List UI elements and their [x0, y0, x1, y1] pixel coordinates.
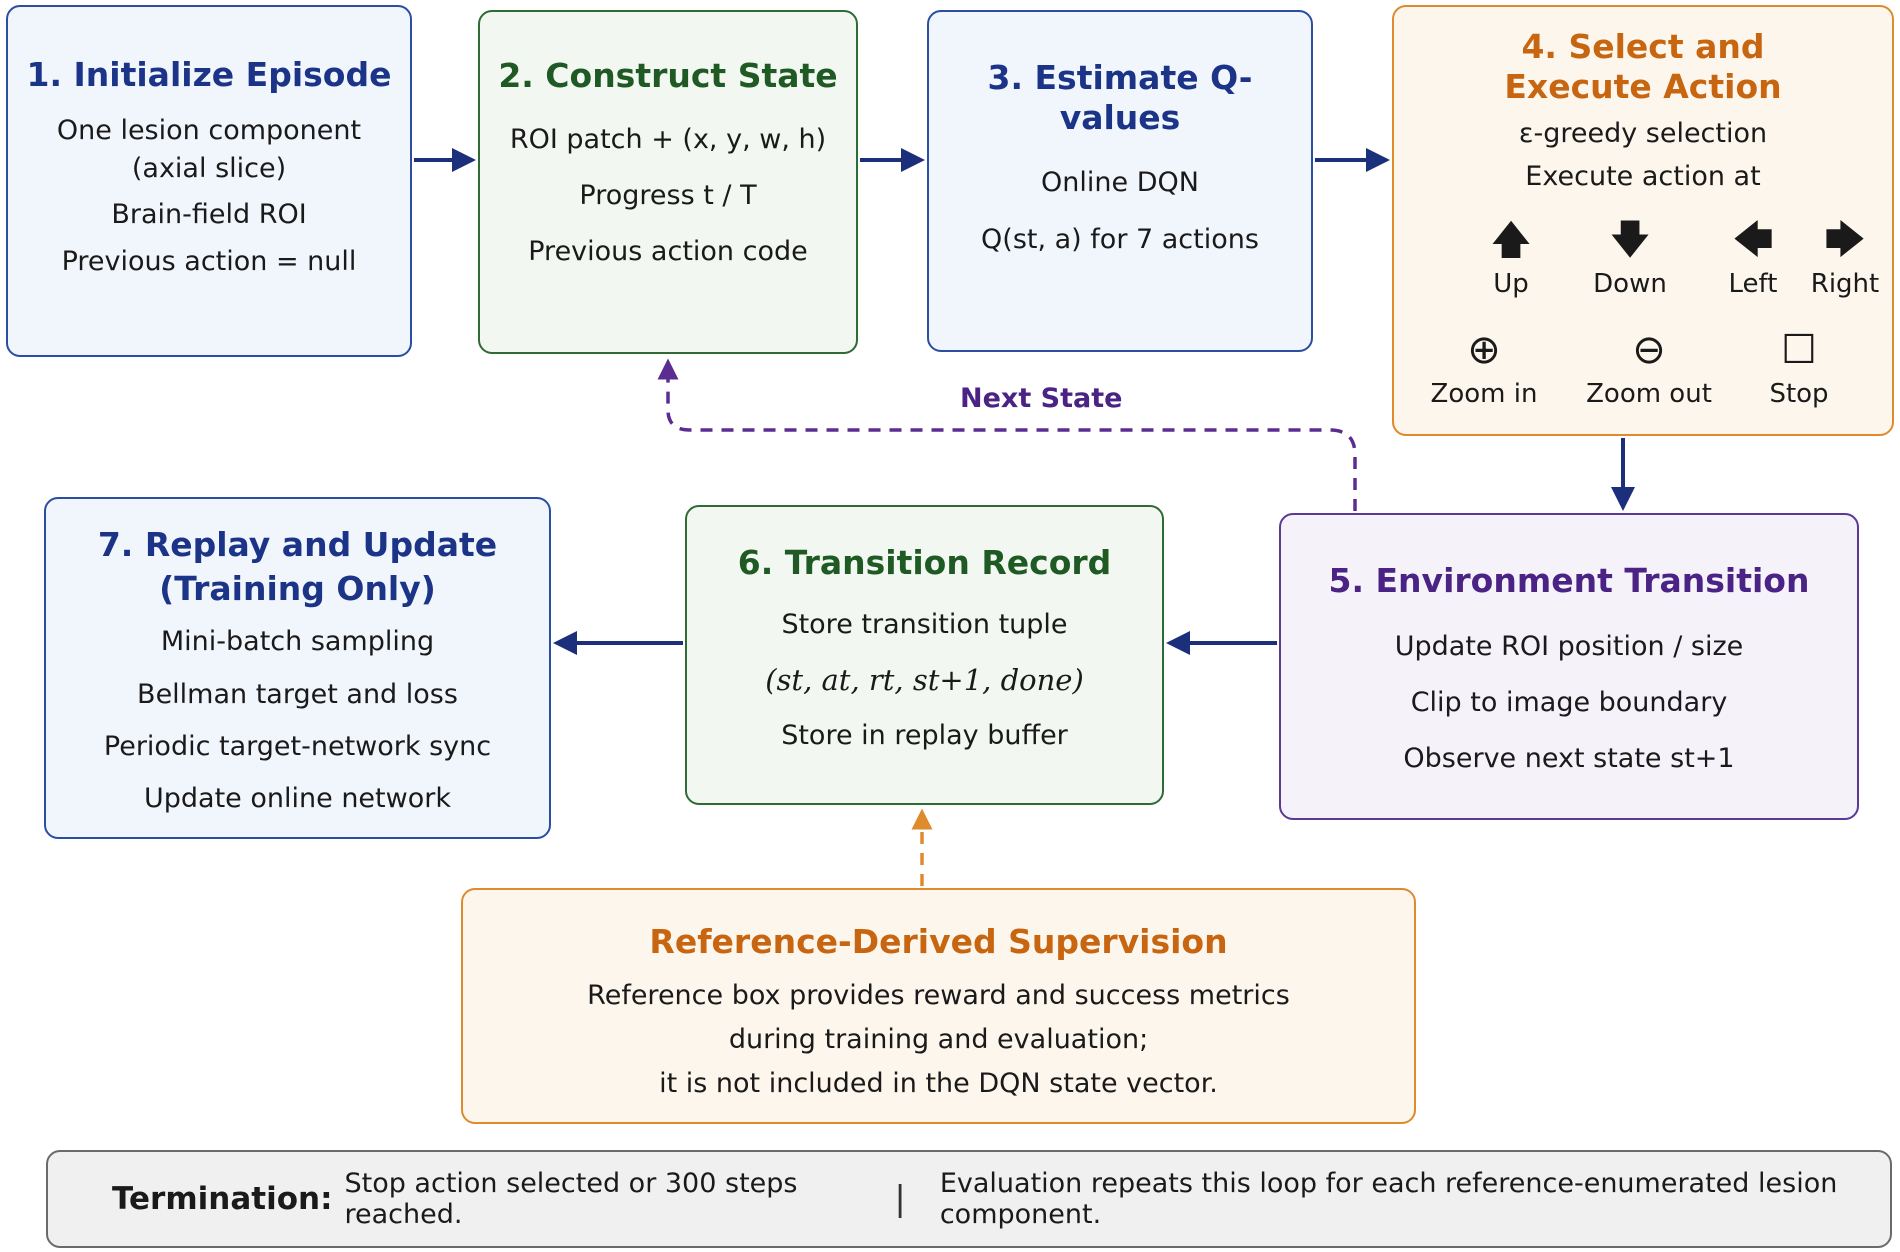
select-execute-action-box: 4. Select and Execute Action ε-greedy se…	[1392, 5, 1894, 436]
termination-bar: Termination: Stop action selected or 300…	[46, 1150, 1892, 1248]
box2-line: Progress t / T	[579, 179, 757, 211]
box6-line: Store in replay buffer	[781, 719, 1068, 751]
box5-line: Observe next state st+1	[1403, 743, 1735, 775]
initialize-episode-title: 1. Initialize Episode	[26, 55, 392, 94]
box7-line: Bellman target and loss	[137, 678, 458, 710]
ref-line: Reference box provides reward and succes…	[587, 979, 1290, 1011]
action-zoom-in: ⊕ Zoom in	[1399, 327, 1569, 410]
arrow-left-icon: 🡄	[1732, 217, 1774, 263]
box6-line: Store transition tuple	[781, 608, 1068, 640]
box7-line: Periodic target-network sync	[103, 730, 492, 762]
termination-separator: |	[894, 1179, 906, 1219]
select-execute-title-line2: Execute Action	[1504, 66, 1782, 106]
construct-state-box: 2. Construct State ROI patch + (x, y, w,…	[478, 10, 858, 354]
box7-line: Update online network	[144, 783, 451, 815]
box3-line: Online DQN	[1041, 167, 1199, 199]
environment-transition-title: 5. Environment Transition	[1328, 561, 1810, 600]
environment-transition-box: 5. Environment Transition Update ROI pos…	[1279, 513, 1859, 820]
action-down: 🡇 Down	[1565, 217, 1695, 300]
box2-line: ROI patch + (x, y, w, h)	[509, 123, 827, 155]
action-label: Zoom out	[1586, 379, 1712, 409]
box2-line: Previous action code	[528, 236, 808, 268]
action-label: Up	[1493, 269, 1529, 299]
replay-update-title-line1: 7. Replay and Update	[97, 525, 498, 564]
transition-record-box: 6. Transition Record Store transition tu…	[685, 505, 1164, 805]
box1-line: One lesion component	[56, 114, 362, 146]
action-label: Down	[1593, 269, 1667, 299]
select-execute-title-line1: 4. Select and	[1521, 27, 1765, 66]
estimate-q-values-title: 3. Estimate Q-values	[987, 58, 1253, 137]
box1-line: Brain-field ROI	[111, 199, 307, 231]
box7-line: Mini-batch sampling	[160, 626, 435, 658]
box4-line: ε-greedy selection	[1518, 118, 1768, 150]
box6-tuple: (st, at, rt, st+1, done)	[765, 662, 1084, 697]
transition-record-title: 6. Transition Record	[737, 543, 1112, 582]
reference-supervision-box: Reference-Derived Supervision Reference …	[461, 888, 1416, 1124]
evaluation-note: Evaluation repeats this loop for each re…	[939, 1168, 1838, 1230]
estimate-q-values-box: 3. Estimate Q-values Online DQN Q(st, a)…	[927, 10, 1313, 352]
action-label: Stop	[1769, 379, 1829, 409]
zoom-in-icon: ⊕	[1467, 327, 1501, 373]
action-label: Left	[1728, 269, 1778, 299]
reference-supervision-title: Reference-Derived Supervision	[649, 922, 1228, 961]
next-state-dashed-arrow	[657, 358, 1357, 511]
action-left: 🡄 Left	[1688, 217, 1818, 300]
box4-line: Execute action at	[1525, 160, 1761, 192]
action-zoom-out: ⊖ Zoom out	[1554, 327, 1744, 410]
arrow-down-icon: 🡇	[1609, 217, 1651, 263]
replay-update-box: 7. Replay and Update (Training Only) Min…	[44, 497, 551, 839]
action-label: Right	[1810, 269, 1880, 299]
replay-update-title-line2: (Training Only)	[159, 568, 436, 608]
action-stop: ☐ Stop	[1734, 327, 1864, 410]
ref-line: it is not included in the DQN state vect…	[659, 1068, 1218, 1100]
next-state-label: Next State	[960, 383, 1123, 414]
arrow-right-icon: 🡆	[1824, 217, 1866, 263]
box1-line: Previous action = null	[61, 245, 357, 277]
construct-state-title: 2. Construct State	[498, 56, 838, 95]
termination-text: Stop action selected or 300 steps reache…	[344, 1168, 798, 1230]
zoom-out-icon: ⊖	[1632, 327, 1666, 373]
termination-label: Termination:	[112, 1181, 333, 1217]
box5-line: Clip to image boundary	[1410, 686, 1728, 718]
arrow-up-icon: 🡅	[1490, 217, 1532, 263]
action-up: 🡅 Up	[1446, 217, 1576, 300]
action-right: 🡆 Right	[1809, 217, 1881, 300]
action-set-grid: 🡅 Up 🡇 Down 🡄 Left 🡆 Right ⊕ Zoom in ⊖ Z…	[1394, 217, 1892, 427]
box1-line: (axial slice)	[131, 152, 287, 184]
stop-square-icon: ☐	[1781, 327, 1817, 373]
action-label: Zoom in	[1430, 379, 1538, 409]
initialize-episode-box: 1. Initialize Episode One lesion compone…	[6, 5, 412, 357]
box3-line: Q(st, a) for 7 actions	[981, 223, 1259, 255]
box5-line: Update ROI position / size	[1394, 630, 1744, 662]
ref-line: during training and evaluation;	[728, 1023, 1149, 1055]
